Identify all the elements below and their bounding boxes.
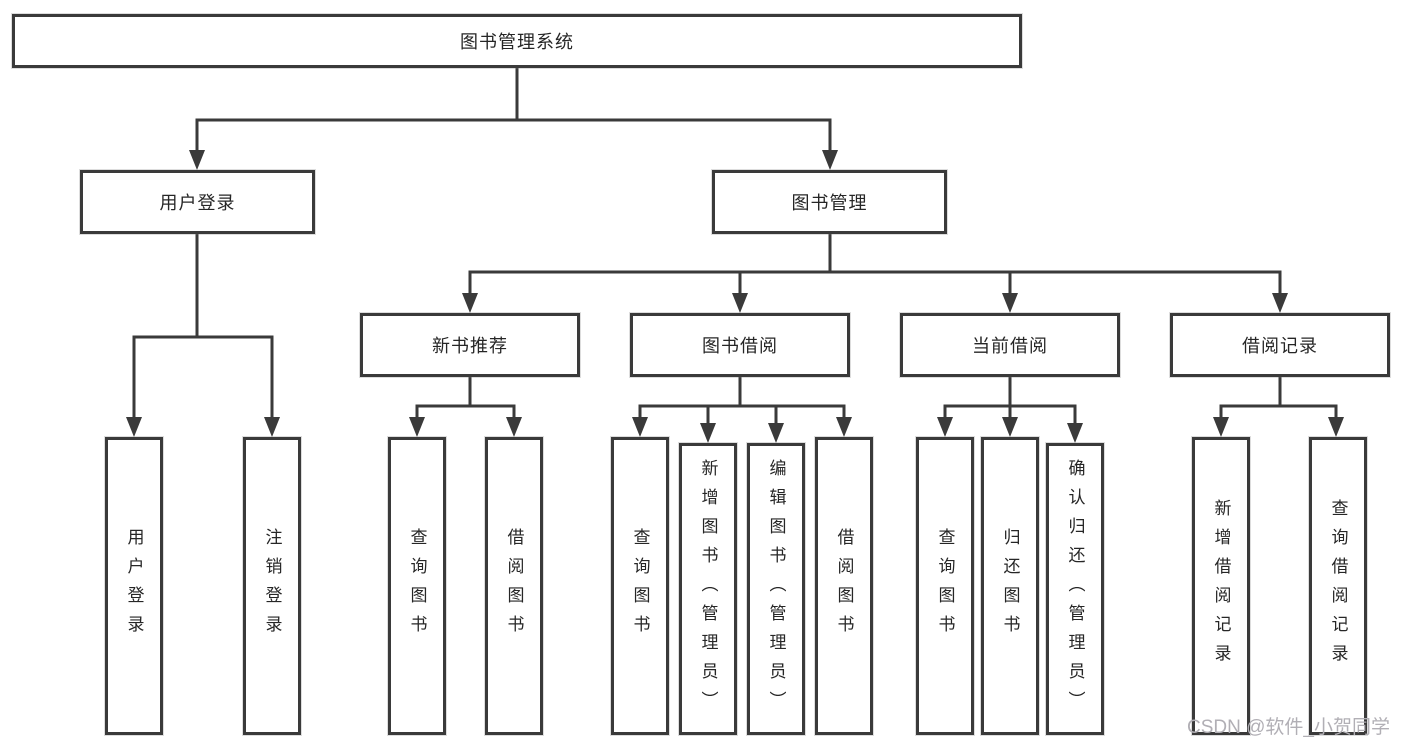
node-label: 用户登录 bbox=[159, 193, 236, 213]
node-label: 借阅记录 bbox=[1242, 336, 1318, 356]
arrow-down-icon bbox=[1002, 293, 1018, 313]
node-label: 用户登录 bbox=[124, 528, 144, 644]
csdn-watermark: CSDN @软件_小贺同学 bbox=[1187, 717, 1390, 738]
wires-user-login bbox=[132, 232, 274, 421]
leaf-borrow-books: 借阅图书 bbox=[815, 437, 873, 735]
node-label: 新书推荐 bbox=[432, 336, 508, 356]
arrow-down-icon bbox=[768, 423, 784, 443]
arrow-down-icon bbox=[462, 293, 478, 313]
node-label: 图书管理系统 bbox=[460, 32, 574, 52]
arrow-down-icon bbox=[264, 417, 280, 437]
arrow-down-icon bbox=[1328, 417, 1344, 437]
leaf-add-books-admin: 新增图书（管理员） bbox=[679, 443, 737, 735]
leaf-return-books: 归还图书 bbox=[981, 437, 1039, 735]
node-label: 查询图书 bbox=[630, 528, 650, 644]
node-label: 编辑图书（管理员） bbox=[766, 458, 786, 720]
node-label: 确认归还（管理员） bbox=[1065, 458, 1085, 720]
node-label: 借阅图书 bbox=[834, 528, 854, 644]
arrow-down-icon bbox=[732, 293, 748, 313]
arrow-down-icon bbox=[409, 417, 425, 437]
node-label: 新增图书（管理员） bbox=[698, 458, 718, 720]
leaf-confirm-return-admin: 确认归还（管理员） bbox=[1046, 443, 1104, 735]
node-label: 图书管理 bbox=[791, 193, 868, 213]
arrow-down-icon bbox=[1272, 293, 1288, 313]
node-label: 查询图书 bbox=[407, 528, 427, 644]
node-label: 当前借阅 bbox=[972, 336, 1048, 356]
wires-book-management bbox=[468, 232, 1282, 297]
node-borrow-records: 借阅记录 bbox=[1170, 313, 1390, 377]
arrow-down-icon bbox=[1002, 417, 1018, 437]
arrow-down-icon bbox=[836, 417, 852, 437]
node-label: 新增借阅记录 bbox=[1211, 499, 1231, 673]
arrow-down-icon bbox=[1067, 423, 1083, 443]
wires-current-borrow bbox=[943, 375, 1077, 427]
leaf-query-books-current: 查询图书 bbox=[916, 437, 974, 735]
arrowheads bbox=[126, 150, 1344, 443]
node-library-management-system: 图书管理系统 bbox=[12, 14, 1022, 68]
node-book-borrow: 图书借阅 bbox=[630, 313, 850, 377]
leaf-logout: 注销登录 bbox=[243, 437, 301, 735]
node-label: 借阅图书 bbox=[504, 528, 524, 644]
node-label: 图书借阅 bbox=[702, 336, 778, 356]
leaf-query-books-recommend: 查询图书 bbox=[388, 437, 446, 735]
node-label: 查询图书 bbox=[935, 528, 955, 644]
arrow-down-icon bbox=[700, 423, 716, 443]
arrow-down-icon bbox=[1213, 417, 1229, 437]
leaf-borrow-books-recommend: 借阅图书 bbox=[485, 437, 543, 735]
wires-root bbox=[195, 66, 832, 154]
node-book-management-branch: 图书管理 bbox=[712, 170, 947, 234]
wires-book-borrow bbox=[638, 375, 846, 427]
node-label: 查询借阅记录 bbox=[1328, 499, 1348, 673]
leaf-query-borrow-record: 查询借阅记录 bbox=[1309, 437, 1367, 735]
wires-borrow-records bbox=[1219, 375, 1338, 421]
leaf-add-borrow-record: 新增借阅记录 bbox=[1192, 437, 1250, 735]
node-label: 注销登录 bbox=[262, 528, 282, 644]
wires-new-book-recommend bbox=[415, 375, 516, 421]
leaf-user-login: 用户登录 bbox=[105, 437, 163, 735]
node-label: 归还图书 bbox=[1000, 528, 1020, 644]
leaf-edit-books-admin: 编辑图书（管理员） bbox=[747, 443, 805, 735]
arrow-down-icon bbox=[506, 417, 522, 437]
node-new-book-recommend: 新书推荐 bbox=[360, 313, 580, 377]
arrow-down-icon bbox=[126, 417, 142, 437]
leaf-query-books-borrow: 查询图书 bbox=[611, 437, 669, 735]
arrow-down-icon bbox=[937, 417, 953, 437]
arrow-down-icon bbox=[189, 150, 205, 170]
node-user-login-branch: 用户登录 bbox=[80, 170, 315, 234]
node-current-borrow: 当前借阅 bbox=[900, 313, 1120, 377]
arrow-down-icon bbox=[632, 417, 648, 437]
arrow-down-icon bbox=[822, 150, 838, 170]
